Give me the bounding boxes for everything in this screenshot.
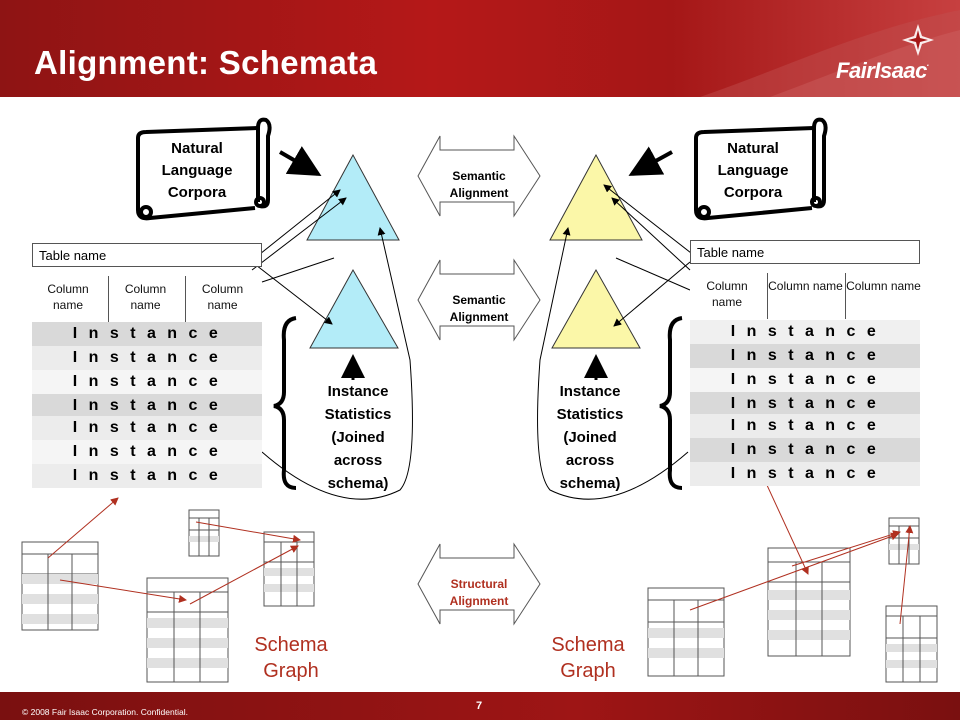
right-instance-row: I n s t a n c e [690,414,920,438]
right-instance-row: I n s t a n c e [690,344,920,368]
left-statistics-triangle [309,268,399,349]
right-brace [659,316,683,490]
left-corpora-arrow [278,146,322,177]
right-instance-row: I n s t a n c e [690,368,920,392]
right-schema-tables [647,517,938,683]
page-title: Alignment: Schemata [34,44,378,81]
semantic-alignment-arrow-mid [417,258,541,342]
right-instance-row: I n s t a n c e [690,320,920,344]
left-instance-row: I n s t a n c e [32,322,262,346]
right-instance-row: I n s t a n c e [690,438,920,462]
right-corpora-arrow [628,146,673,176]
right-semantic-triangle [549,153,643,241]
left-semantic-triangle [306,153,400,241]
left-instance-row: I n s t a n c e [32,416,262,440]
left-brace [273,316,297,490]
fairisaac-logo: FairIsaac. [836,58,929,83]
right-column-header: Column name [690,273,764,319]
left-column-header: Column name [32,276,104,322]
footer-bar [0,692,960,720]
left-connectors [249,189,413,500]
right-column-header: Column name [767,273,843,319]
right-connectors [537,184,701,500]
left-corpora-scroll [136,117,272,221]
structural-alignment-arrow [417,542,541,626]
left-instance-row: I n s t a n c e [32,346,262,370]
left-instance-row: I n s t a n c e [32,394,262,418]
left-column-header: Column name [108,276,182,322]
header-swoosh [700,10,960,97]
right-corpora-scroll [694,117,828,221]
header-bar [0,0,960,97]
semantic-alignment-arrow-top [417,134,541,218]
right-statistics-triangle [551,268,641,349]
fairisaac-logo-mark-icon [902,24,934,56]
right-table-name: Table name [690,240,920,264]
left-instance-row: I n s t a n c e [32,464,262,488]
page-number: 7 [476,700,483,712]
right-instance-row: I n s t a n c e [690,462,920,486]
right-column-header: Column name [845,273,921,319]
left-table-name: Table name [32,243,262,267]
schema-links [47,469,914,625]
left-column-header: Column name [185,276,259,322]
right-instance-row: I n s t a n c e [690,392,920,416]
left-instance-row: I n s t a n c e [32,440,262,464]
left-instance-row: I n s t a n c e [32,370,262,394]
copyright-text: © 2008 Fair Isaac Corporation. Confident… [22,707,188,717]
